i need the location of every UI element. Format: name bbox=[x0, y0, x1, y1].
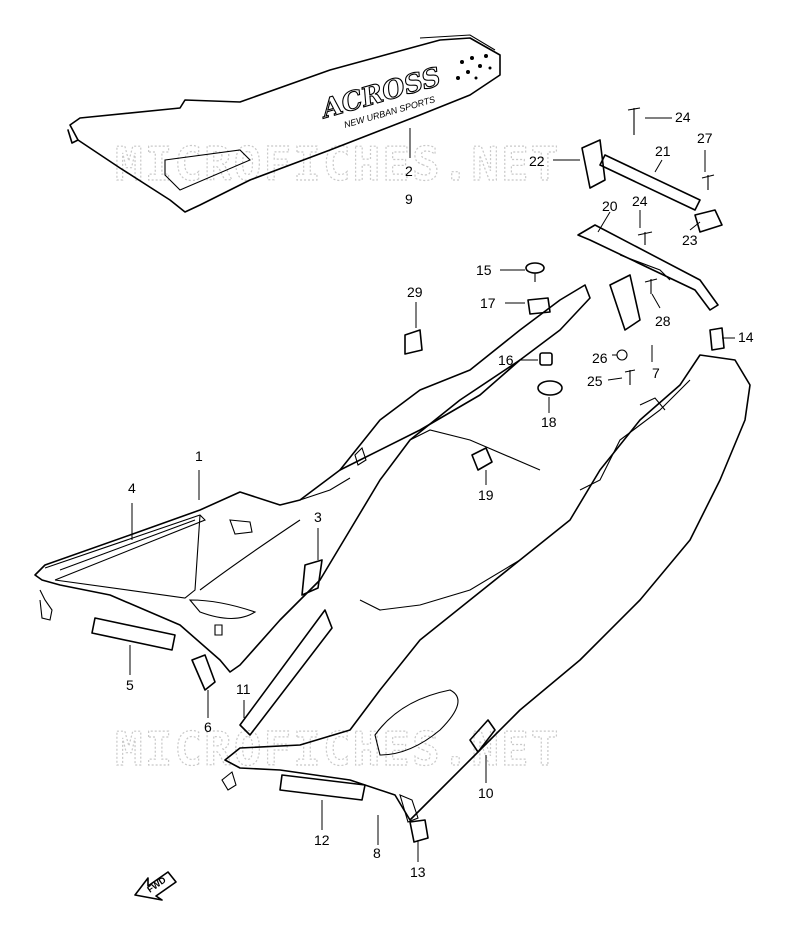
callout-16: 16 bbox=[498, 352, 514, 368]
fwd-arrow-icon: FWD bbox=[134, 871, 177, 901]
callout-19: 19 bbox=[478, 487, 494, 503]
callout-10: 10 bbox=[478, 785, 494, 801]
callout-9: 9 bbox=[405, 191, 413, 207]
across-logo: ACROSS NEW URBAN SPORTS bbox=[315, 62, 445, 130]
callout-labels: 1 2 9 3 4 5 6 7 8 10 11 12 13 14 15 16 1… bbox=[126, 109, 754, 880]
frame-cover-left bbox=[34, 284, 591, 673]
callout-25: 25 bbox=[587, 373, 603, 389]
callout-20: 20 bbox=[602, 198, 618, 214]
callout-18: 18 bbox=[541, 414, 557, 430]
watermark-top: MICROFICHES.NET bbox=[115, 137, 560, 191]
callout-6: 6 bbox=[204, 719, 212, 735]
watermark-bottom: MICROFICHES.NET bbox=[115, 722, 560, 776]
callout-27: 27 bbox=[697, 130, 713, 146]
callout-3: 3 bbox=[314, 509, 322, 525]
callout-21: 21 bbox=[655, 143, 671, 159]
callout-8: 8 bbox=[373, 845, 381, 861]
callout-23: 23 bbox=[682, 232, 698, 248]
callout-29: 29 bbox=[407, 284, 423, 300]
callout-12: 12 bbox=[314, 832, 330, 848]
small-parts bbox=[59, 107, 725, 843]
svg-text:FWD: FWD bbox=[145, 874, 168, 894]
frame-rail bbox=[299, 359, 541, 501]
callout-24b: 24 bbox=[632, 193, 648, 209]
leader-lines bbox=[129, 117, 735, 862]
callout-26: 26 bbox=[592, 350, 608, 366]
callout-13: 13 bbox=[410, 864, 426, 880]
callout-17: 17 bbox=[480, 295, 496, 311]
decal-dots bbox=[456, 54, 492, 80]
callout-24a: 24 bbox=[675, 109, 691, 125]
callout-22: 22 bbox=[529, 153, 545, 169]
callout-15: 15 bbox=[476, 262, 492, 278]
callout-5: 5 bbox=[126, 677, 134, 693]
callout-14: 14 bbox=[738, 329, 754, 345]
callout-11: 11 bbox=[236, 681, 251, 697]
callout-2: 2 bbox=[405, 163, 413, 179]
frame-cover-right bbox=[221, 354, 751, 823]
callout-4: 4 bbox=[128, 480, 136, 496]
callout-28: 28 bbox=[655, 313, 671, 329]
callout-1: 1 bbox=[195, 448, 203, 464]
callout-7: 7 bbox=[652, 365, 660, 381]
